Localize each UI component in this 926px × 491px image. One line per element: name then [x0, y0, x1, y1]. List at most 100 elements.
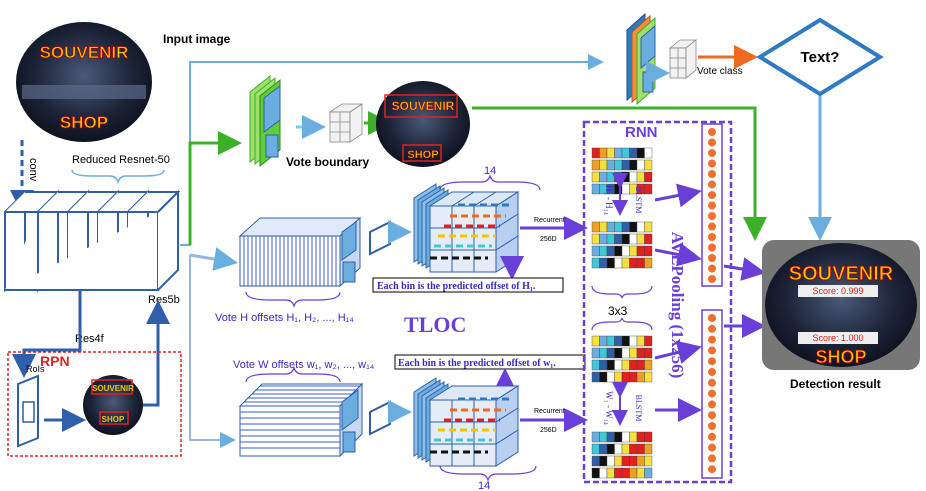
- feature-bar-cell: [644, 431, 653, 443]
- three-by-three-bottom-brace: [591, 317, 653, 331]
- pooling-dot: [708, 335, 716, 344]
- feature-bar-cell: [606, 159, 615, 171]
- feature-bar-cell: [621, 245, 630, 257]
- feature-bar-cell: [621, 371, 630, 383]
- boundary-to-detection-line: [472, 106, 767, 241]
- detection-image: SOUVENIR Score: 0.999 Score: 1.000 SHOP: [762, 240, 920, 370]
- feature-bar-cell: [599, 159, 608, 171]
- detection-result-label: Detection result: [790, 377, 881, 391]
- pooling-dot: [708, 170, 716, 178]
- bin-h-callout: [372, 277, 564, 293]
- feature-bar-cell: [606, 257, 615, 269]
- feature-bar-cell: [599, 233, 608, 245]
- feature-bar-cell: [629, 245, 638, 257]
- feature-bar-cell: [644, 455, 653, 467]
- feature-bar-cell: [606, 359, 615, 371]
- feature-bar-cell: [644, 245, 653, 257]
- tloc-label: TLOC: [404, 312, 466, 337]
- feature-bar-cell: [636, 257, 645, 269]
- feature-bar-cell: [591, 455, 600, 467]
- feature-bar-cell: [606, 171, 615, 183]
- h-range-label: H₁ - H₁₄: [604, 185, 614, 215]
- resnet-blocks: [4, 189, 181, 293]
- feature-bar-cell: [636, 147, 645, 159]
- detection-souvenir-text: SOUVENIR: [789, 263, 894, 285]
- feature-bar-cell: [644, 443, 653, 455]
- pooling-dot: [708, 357, 716, 366]
- pooling-dot: [708, 191, 716, 199]
- fourteen-top-brace: [439, 174, 541, 191]
- feature-bar-cell: [644, 233, 653, 245]
- feature-bar-cell: [614, 347, 623, 359]
- pooling-dot: [708, 432, 716, 441]
- detection-shop-text: SHOP: [815, 347, 866, 367]
- pooling-dot: [708, 314, 716, 322]
- score-top-label: Score: 0.999: [812, 286, 863, 296]
- rpn-souvenir-text: SOUVENIR: [92, 384, 134, 393]
- feature-bar-cell: [621, 183, 630, 195]
- feature-bar-cell: [606, 431, 615, 443]
- pooling-dot: [708, 254, 716, 262]
- bars-to-dots-top-arrow-1: [654, 183, 702, 208]
- feature-bar-cell: [644, 467, 653, 479]
- resnet-brace: [71, 169, 165, 185]
- rpn-shop-text: SHOP: [102, 415, 125, 424]
- feature-bar-cell: [591, 467, 600, 479]
- feature-bar-cell: [591, 371, 600, 383]
- feature-bar-cell: [629, 335, 638, 347]
- res5b-label: Res5b: [148, 294, 180, 306]
- feature-bar-cell: [644, 221, 653, 233]
- fourteen-bottom-label: 14: [478, 480, 490, 491]
- pooling-dot: [708, 378, 716, 387]
- bars-to-dots-bottom-arrow-1: [654, 340, 702, 364]
- three-by-three-label: 3x3: [608, 304, 628, 318]
- dots-top: [708, 128, 716, 283]
- pooling-dot: [708, 389, 716, 398]
- feature-bar-cell: [599, 257, 608, 269]
- feature-bar-cell: [591, 147, 600, 159]
- feature-bar-cell: [629, 371, 638, 383]
- blstm-top-label: BLSTM: [634, 187, 643, 214]
- pooling-dot: [708, 149, 716, 157]
- w-grid-stack: [413, 377, 520, 467]
- blstm-bottom-label: BLSTM: [634, 395, 643, 422]
- feature-bar-cell: [644, 335, 653, 347]
- feature-bar-cell: [629, 347, 638, 359]
- feature-bar-cell: [614, 359, 623, 371]
- input-shop-text: SHOP: [60, 113, 108, 132]
- feature-bar-cell: [591, 171, 600, 183]
- feature-bar-cell: [644, 359, 653, 371]
- feature-bar-cell: [599, 371, 608, 383]
- feature-bar-cell: [614, 171, 623, 183]
- feature-bar-cell: [621, 455, 630, 467]
- feature-bar-cell: [606, 347, 615, 359]
- feature-bar-cell: [629, 171, 638, 183]
- feature-bar-cell: [621, 443, 630, 455]
- feature-bar-cell: [636, 455, 645, 467]
- feature-bar-cell: [629, 233, 638, 245]
- input-image-label: Input image: [163, 32, 231, 46]
- rois-label: RoIs: [26, 364, 45, 374]
- feature-bar-cell: [644, 171, 653, 183]
- feature-bar-cell: [614, 221, 623, 233]
- feature-bar-cell: [599, 147, 608, 159]
- fourteen-top-label: 14: [484, 165, 496, 177]
- feature-bar-cell: [614, 159, 623, 171]
- pooling-dot: [708, 138, 716, 147]
- feature-bar-cell: [621, 347, 630, 359]
- feature-bar-cell: [636, 431, 645, 443]
- feature-bar-cell: [629, 431, 638, 443]
- conv-label: conv: [27, 158, 39, 182]
- feature-bar-cell: [599, 171, 608, 183]
- feature-bar-cell: [591, 221, 600, 233]
- feature-bar-cell: [599, 359, 608, 371]
- feature-bar-cell: [644, 183, 653, 195]
- feature-bar-cell: [614, 245, 623, 257]
- feature-bar-cell: [644, 147, 653, 159]
- resnet-label: Reduced Resnet-50: [72, 154, 170, 166]
- feature-bar-cell: [621, 257, 630, 269]
- feature-bar-cell: [621, 147, 630, 159]
- vote-w-label: Vote W offsets w₁, w₂, ..., w₁₄: [233, 359, 375, 371]
- feature-bar-cell: [614, 371, 623, 383]
